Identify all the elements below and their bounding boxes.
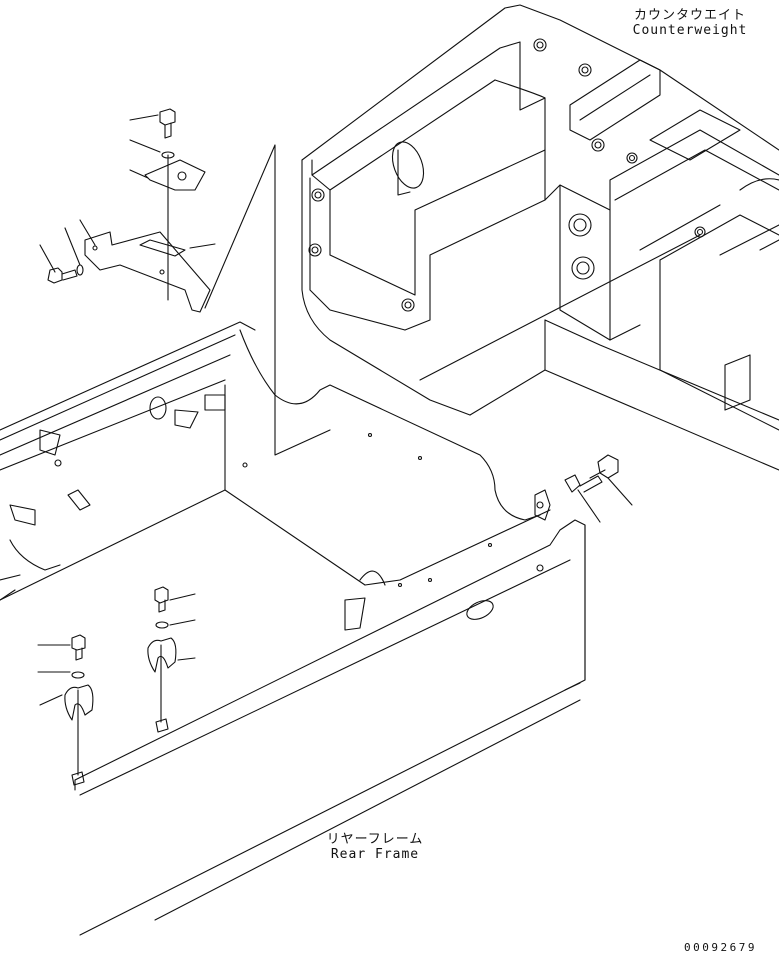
rear-frame-label-en: Rear Frame — [330, 847, 420, 862]
counterweight-label: カウンタウエイト Counterweight — [620, 8, 760, 38]
counterweight-drawing — [301, 4, 779, 471]
upper-bracket-assembly — [39, 108, 331, 456]
counterweight-label-jp: カウンタウエイト — [633, 8, 746, 23]
right-bolt-assembly — [564, 454, 633, 523]
drawing-serial-number: 00092679 — [684, 941, 757, 954]
lower-clamp-assembly — [37, 586, 196, 786]
rear-frame-label: リヤーフレーム Rear Frame — [305, 832, 445, 862]
counterweight-label-en: Counterweight — [632, 23, 748, 38]
rear-frame-drawing — [0, 321, 586, 936]
rear-frame-label-jp: リヤーフレーム — [326, 832, 424, 847]
